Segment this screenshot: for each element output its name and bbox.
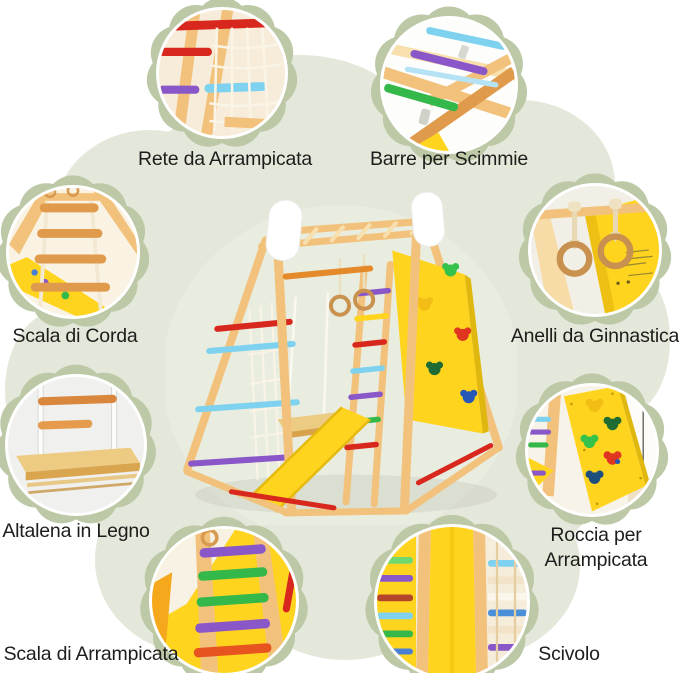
label-slide: Scivolo bbox=[489, 642, 649, 667]
product-photo-play-gym bbox=[161, 178, 521, 544]
callout-climbing-net bbox=[143, 0, 301, 152]
white-cap-left bbox=[265, 199, 303, 262]
label-text: Scala di Corda bbox=[12, 325, 138, 347]
callout-monkey-bars bbox=[367, 3, 531, 167]
label-text: Altalena in Legno bbox=[2, 520, 150, 542]
label-text: Scivolo bbox=[538, 643, 600, 665]
label-climbing-ladder: Scala di Arrampicata bbox=[0, 642, 182, 667]
callout-photo-rope-ladder bbox=[6, 185, 140, 319]
callout-rope-ladder bbox=[0, 172, 153, 332]
callout-photo-climbing-ladder bbox=[149, 526, 299, 673]
label-text: Scala di Arrampicata bbox=[3, 643, 179, 665]
callout-photo-gym-rings bbox=[528, 183, 662, 317]
callout-wooden-swing bbox=[0, 361, 160, 529]
callout-photo-wooden-swing bbox=[5, 374, 147, 516]
label-text: Barre per Scimmie bbox=[369, 148, 529, 170]
callout-slide bbox=[361, 511, 543, 673]
label-climbing-net: Rete da Arrampicata bbox=[75, 147, 375, 172]
label-text-line2: Arrampicata bbox=[544, 549, 648, 572]
white-cap-right bbox=[410, 191, 446, 247]
label-gym-rings: Anelli da Ginnastica bbox=[495, 324, 679, 349]
label-text: Anelli da Ginnastica bbox=[510, 325, 679, 347]
label-monkey-bars: Barre per Scimmie bbox=[299, 147, 599, 172]
callout-photo-climbing-rock bbox=[525, 383, 659, 517]
callout-climbing-rock bbox=[512, 370, 672, 530]
label-wooden-swing: Altalena in Legno bbox=[0, 519, 152, 544]
label-text: Rete da Arrampicata bbox=[138, 148, 312, 170]
label-climbing-rock: Roccia per Arrampicata bbox=[496, 523, 679, 574]
play-gym-illustration bbox=[161, 191, 521, 544]
rock-holds bbox=[415, 262, 478, 404]
label-text-line1: Roccia per bbox=[550, 524, 642, 546]
callout-photo-climbing-net bbox=[156, 7, 288, 139]
callout-photo-monkey-bars bbox=[380, 16, 518, 154]
label-rope-ladder: Scala di Corda bbox=[0, 324, 150, 349]
callout-climbing-ladder bbox=[136, 513, 312, 673]
callout-gym-rings bbox=[515, 170, 675, 330]
